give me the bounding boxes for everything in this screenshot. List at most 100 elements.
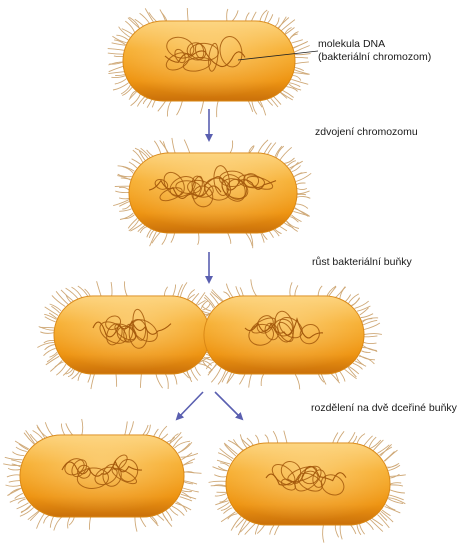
pilus bbox=[172, 506, 184, 515]
pilus bbox=[11, 460, 21, 463]
pilus bbox=[284, 158, 294, 163]
pilus bbox=[61, 424, 64, 436]
pilus bbox=[111, 282, 112, 296]
pilus bbox=[132, 159, 141, 164]
pilus bbox=[50, 352, 58, 357]
pilus bbox=[108, 49, 124, 51]
pilus bbox=[389, 495, 404, 500]
pilus bbox=[195, 366, 201, 375]
pilus bbox=[340, 525, 342, 540]
label-dna-molecule: molekula DNA (bakteriální chromozom) bbox=[318, 38, 431, 64]
pilus bbox=[240, 287, 243, 297]
pilus bbox=[50, 361, 62, 372]
pilus bbox=[339, 371, 345, 382]
cell-elongated bbox=[37, 279, 382, 389]
pilus bbox=[54, 516, 63, 530]
label-dna-line1: molekula DNA bbox=[318, 38, 431, 51]
pilus bbox=[161, 434, 168, 440]
pilus bbox=[390, 483, 401, 485]
pilus bbox=[109, 66, 124, 71]
pilus bbox=[296, 183, 305, 185]
pilus bbox=[340, 287, 346, 300]
pilus bbox=[162, 232, 168, 245]
pilus bbox=[363, 436, 372, 447]
pilus bbox=[45, 422, 54, 437]
pilus bbox=[208, 364, 216, 375]
pilus bbox=[323, 525, 324, 543]
pilus bbox=[274, 18, 279, 27]
pilus bbox=[359, 355, 375, 360]
pilus bbox=[145, 8, 154, 23]
pilus bbox=[239, 373, 245, 384]
pilus bbox=[56, 364, 66, 375]
pilus bbox=[390, 485, 403, 486]
pilus bbox=[119, 202, 129, 207]
pilus bbox=[295, 57, 308, 58]
pilus bbox=[122, 87, 132, 95]
pilus bbox=[24, 433, 34, 445]
pilus bbox=[251, 12, 256, 22]
label-chromosome-duplication: zdvojení chromozomu bbox=[315, 126, 418, 139]
pilus bbox=[116, 374, 117, 387]
pilus bbox=[350, 524, 356, 534]
label-cell-growth: růst bakteriální buňky bbox=[312, 256, 412, 269]
pilus bbox=[115, 191, 129, 193]
pilus bbox=[164, 287, 167, 297]
pilus bbox=[154, 141, 161, 155]
pilus bbox=[263, 143, 271, 155]
pilus bbox=[245, 523, 257, 535]
pilus bbox=[37, 513, 45, 529]
pilus bbox=[115, 79, 127, 84]
pilus bbox=[129, 421, 134, 435]
pilus bbox=[167, 101, 171, 117]
pilus bbox=[56, 291, 68, 304]
pilus bbox=[150, 230, 158, 246]
pilus bbox=[63, 367, 71, 375]
pilus bbox=[9, 481, 20, 483]
pilus bbox=[287, 87, 298, 92]
pilus bbox=[270, 97, 278, 107]
pilus bbox=[279, 226, 287, 231]
pilus bbox=[270, 525, 275, 535]
pilus bbox=[214, 475, 226, 477]
pilus bbox=[318, 286, 322, 297]
pilus bbox=[19, 444, 28, 450]
pilus bbox=[169, 432, 181, 444]
pilus bbox=[384, 452, 394, 462]
pilus bbox=[295, 374, 300, 389]
pilus bbox=[69, 517, 74, 525]
pilus bbox=[321, 373, 326, 384]
pilus bbox=[365, 521, 373, 530]
pilus bbox=[130, 223, 142, 231]
pilus bbox=[135, 517, 137, 532]
pilus bbox=[129, 162, 137, 168]
label-dna-line2: (bakteriální chromozom) bbox=[318, 51, 431, 64]
pilus bbox=[121, 178, 131, 179]
pilus bbox=[364, 334, 382, 335]
pilus bbox=[258, 140, 268, 154]
pilus bbox=[172, 138, 175, 154]
pilus bbox=[390, 490, 405, 493]
pilus bbox=[160, 140, 169, 154]
pilus bbox=[119, 209, 131, 212]
pilus bbox=[119, 187, 129, 190]
pilus bbox=[52, 295, 65, 306]
pilus bbox=[286, 221, 297, 231]
pilus bbox=[297, 196, 310, 198]
pilus bbox=[160, 10, 166, 22]
pilus bbox=[273, 96, 281, 105]
pilus bbox=[361, 351, 370, 353]
pilus bbox=[357, 523, 361, 535]
pilus bbox=[7, 475, 20, 477]
pilus bbox=[364, 342, 377, 343]
pilus bbox=[12, 452, 24, 456]
pilus bbox=[125, 421, 128, 435]
pilus bbox=[284, 431, 287, 443]
pilus bbox=[128, 18, 140, 29]
pilus bbox=[180, 282, 187, 298]
pilus bbox=[252, 100, 257, 114]
pilus bbox=[297, 194, 306, 195]
pilus bbox=[246, 13, 250, 22]
pilus bbox=[373, 440, 383, 451]
